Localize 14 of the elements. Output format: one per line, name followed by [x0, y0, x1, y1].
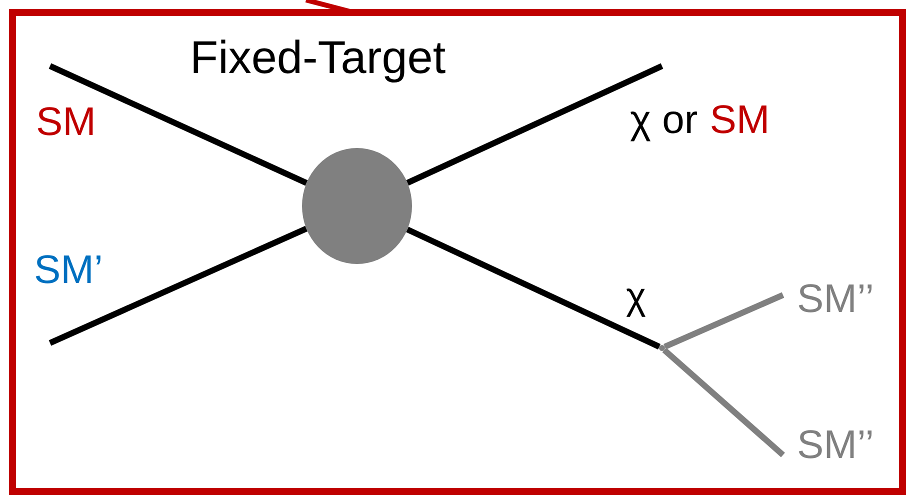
particle-name: SM’ — [34, 250, 103, 290]
particle-line — [406, 63, 664, 186]
particle-line — [662, 348, 785, 458]
particle-name: SM’’ — [797, 425, 874, 465]
particle-name: SM — [36, 102, 96, 142]
particle-line — [664, 292, 784, 350]
particle-line — [48, 226, 308, 346]
particle-line — [48, 63, 308, 186]
particle-line — [406, 226, 661, 350]
particle-name: χ or — [630, 100, 698, 140]
panel-title: Fixed-Target — [190, 30, 446, 84]
particle-name: SM’’ — [797, 279, 874, 319]
particle-name: SM — [710, 100, 770, 140]
decay-vertex — [659, 345, 665, 351]
